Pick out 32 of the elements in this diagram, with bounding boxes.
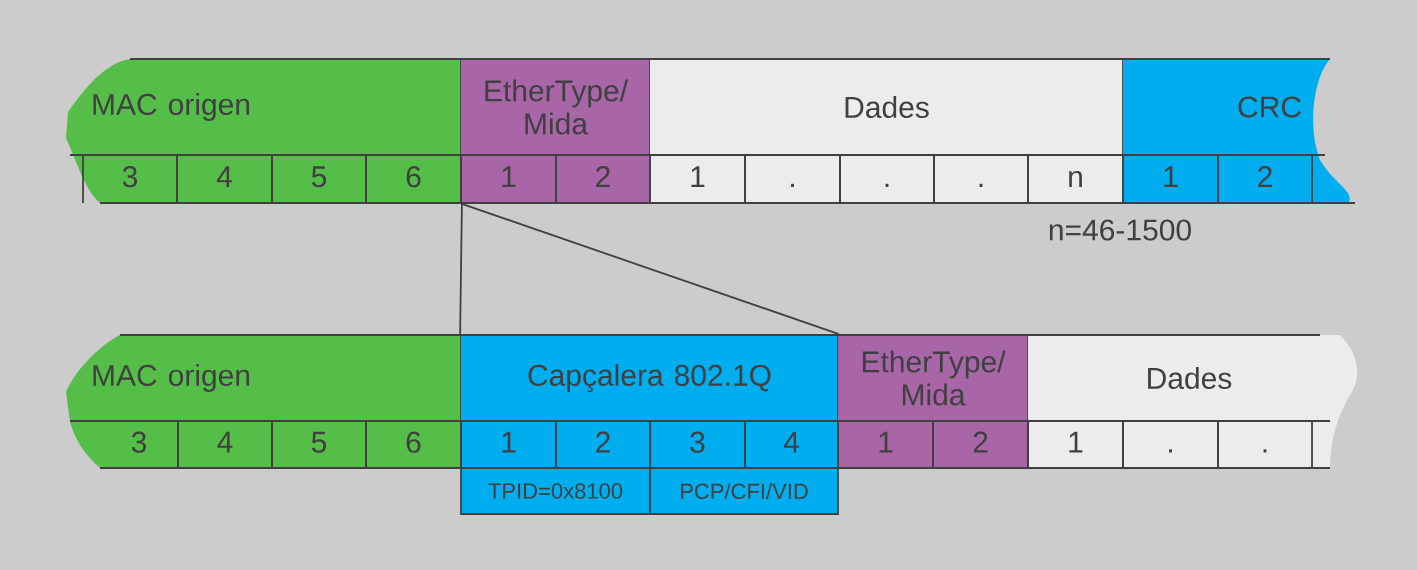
byte-cell: . <box>979 154 1029 204</box>
byte-cell: 1 <box>1069 420 1124 469</box>
byte-cell: . <box>885 154 935 204</box>
byte-cell: n <box>1069 154 1124 204</box>
byte-cell: 3 <box>131 420 179 469</box>
byte-cell: 2 <box>1258 154 1313 204</box>
byte-cell: 1 <box>502 420 557 469</box>
byte-cell: . <box>1263 420 1313 469</box>
byte-cell: 4 <box>216 154 273 204</box>
field-box: PCP/CFI/VID <box>649 467 839 515</box>
byte-cell: 1 <box>879 420 934 469</box>
byte-cell: 2 <box>596 154 651 204</box>
note-text: n=46-1500 <box>1049 219 1191 241</box>
expansion-line <box>459 203 463 335</box>
byte-cell: 6 <box>406 420 462 469</box>
byte-cell: 5 <box>311 154 367 204</box>
byte-cell: . <box>1169 420 1219 469</box>
byte-cell: 1 <box>1164 154 1219 204</box>
byte-cell: 4 <box>783 420 839 469</box>
byte-cell: 1 <box>502 154 557 204</box>
byte-cell: 4 <box>217 420 273 469</box>
field-box: TPID=0x8100 <box>460 467 651 515</box>
byte-cell: 5 <box>311 420 367 469</box>
byte-cell: 6 <box>406 154 462 204</box>
byte-cell: . <box>791 154 841 204</box>
node-label: Capçalera 802.1Q <box>528 363 771 393</box>
byte-cell: 3 <box>82 154 178 204</box>
byte-cell: 2 <box>973 420 1029 469</box>
byte-cell: 3 <box>690 420 746 469</box>
expansion-line <box>461 203 840 335</box>
byte-cell: 1 <box>691 154 746 204</box>
byte-cell: 2 <box>596 420 651 469</box>
